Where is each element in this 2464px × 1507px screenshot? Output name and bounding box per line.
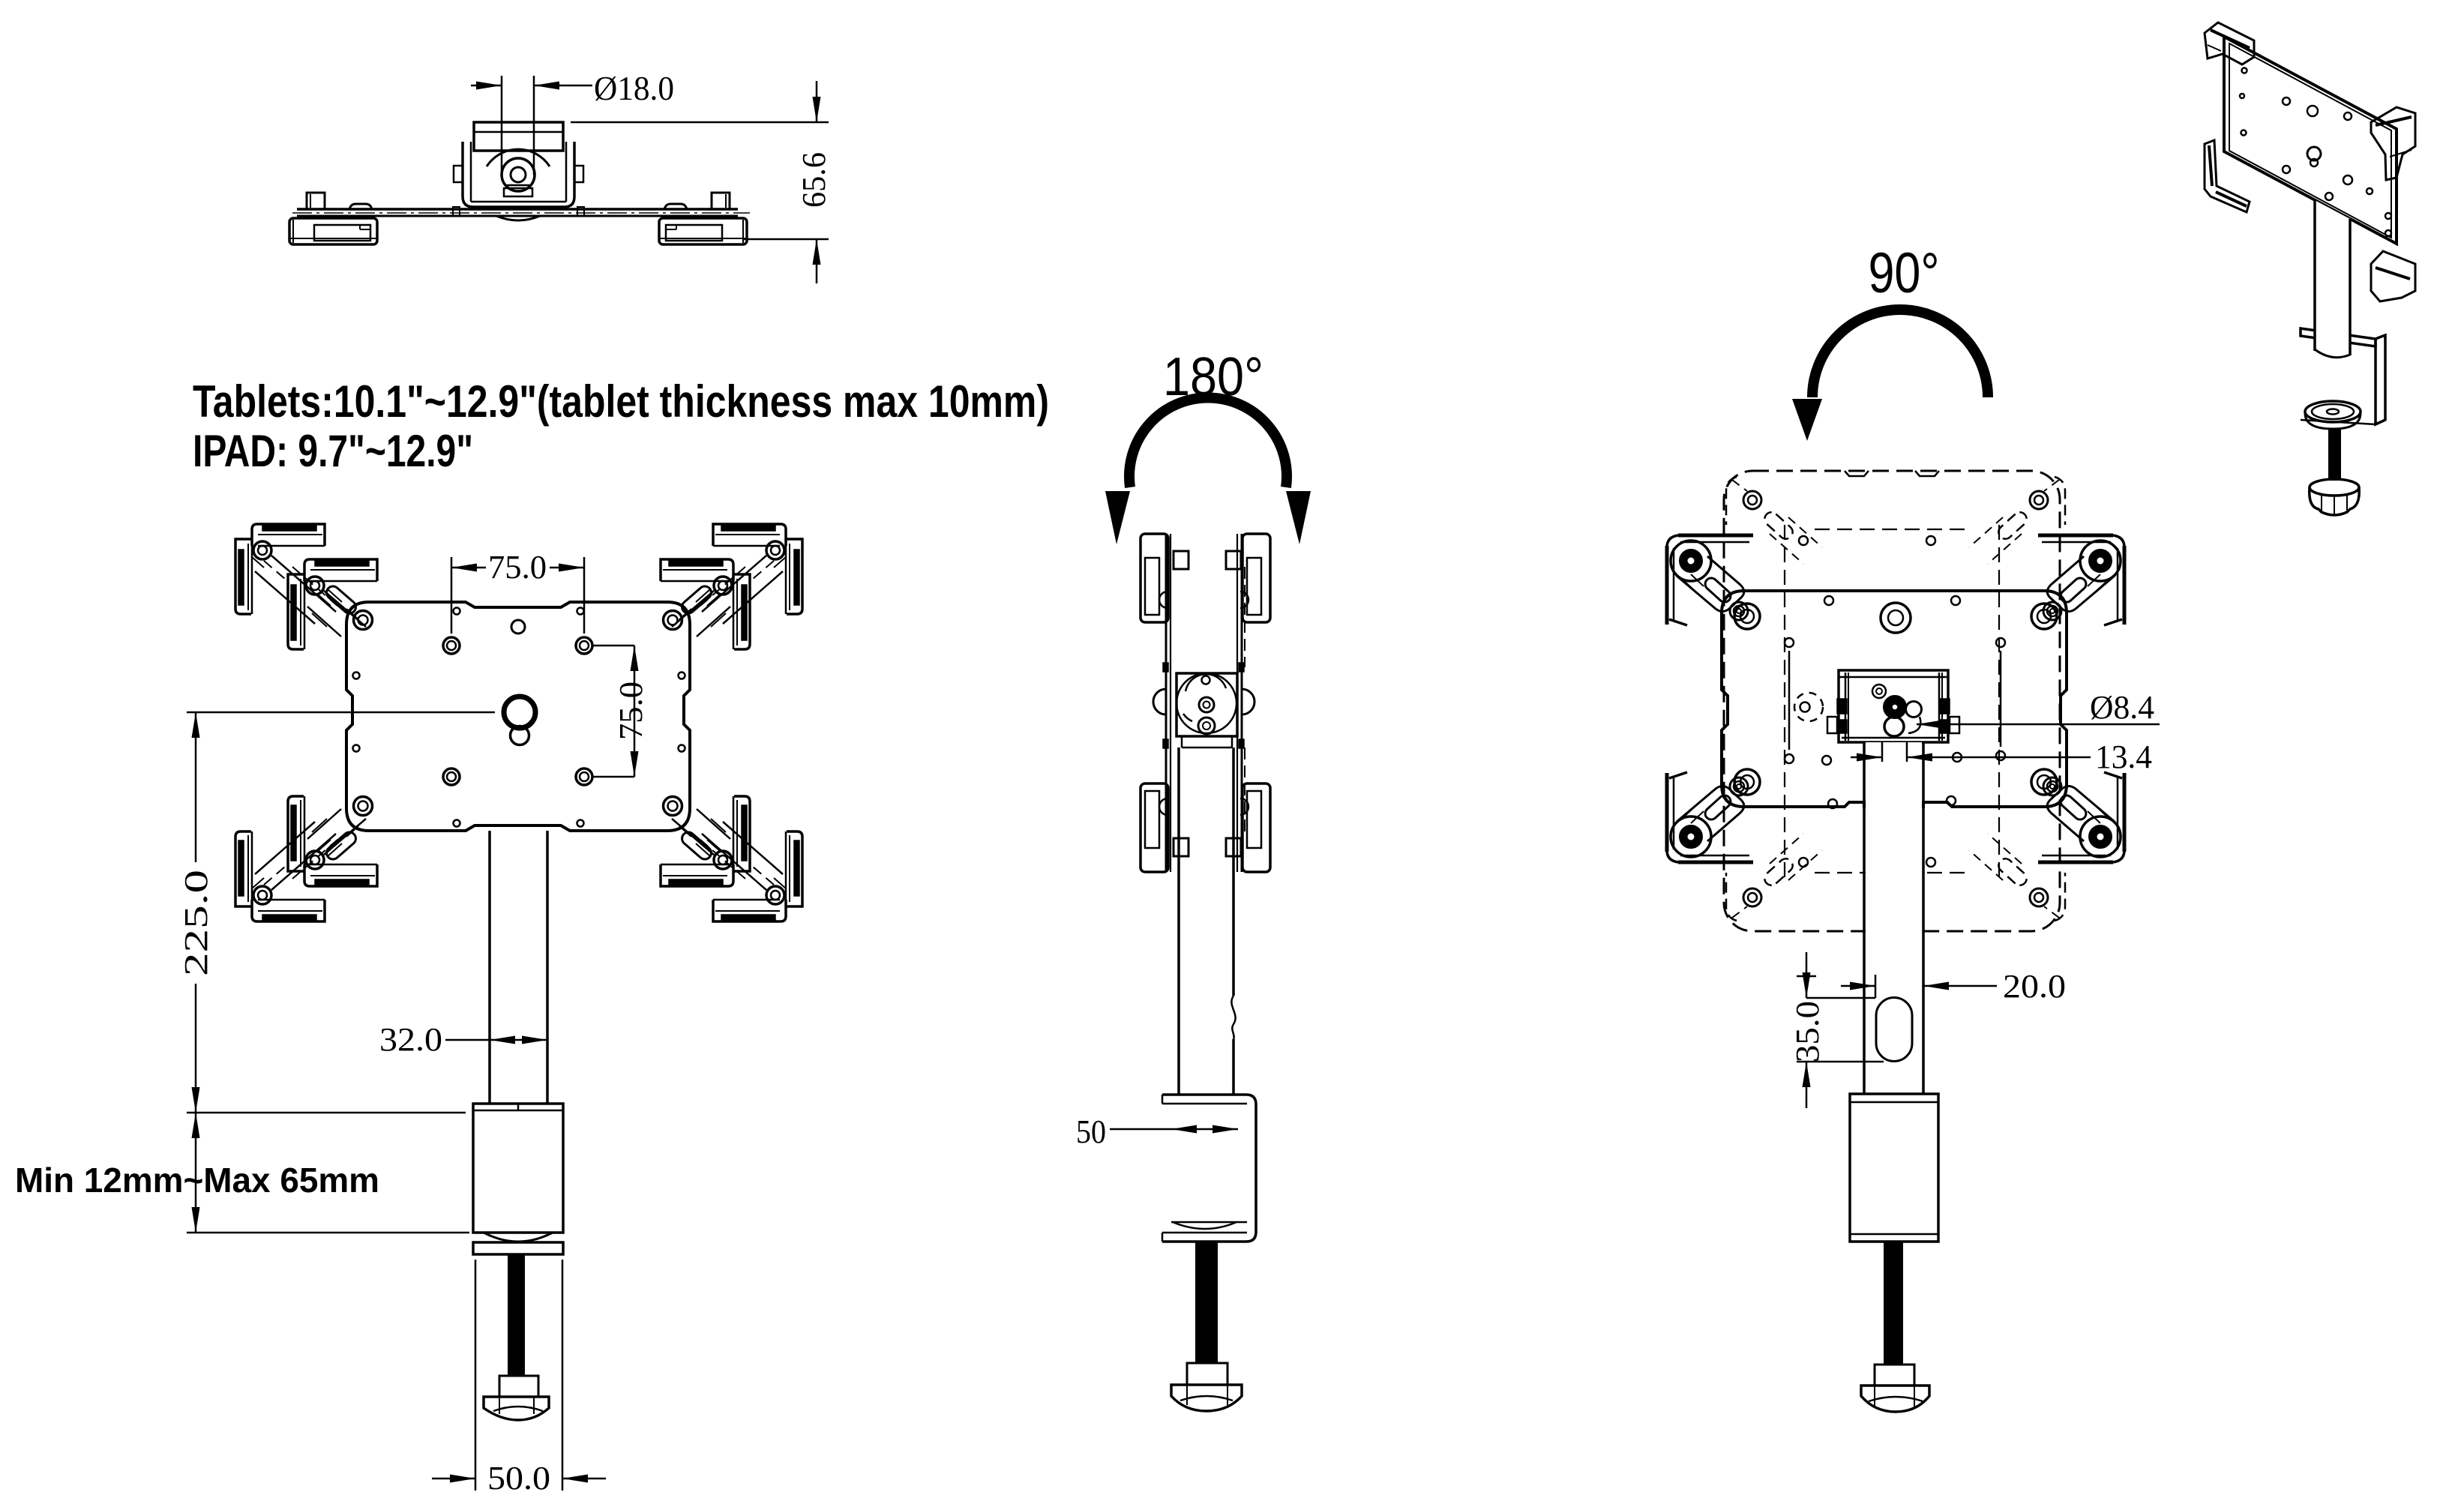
- svg-text:50: 50: [1076, 1113, 1106, 1150]
- svg-text:IPAD: 9.7"~12.9": IPAD: 9.7"~12.9": [193, 426, 473, 476]
- svg-text:Ø18.0: Ø18.0: [594, 70, 674, 107]
- svg-text:75.0: 75.0: [613, 682, 649, 740]
- svg-text:75.0: 75.0: [488, 549, 547, 586]
- svg-text:13.4: 13.4: [2095, 739, 2152, 775]
- svg-text:32.0: 32.0: [379, 1021, 442, 1058]
- svg-text:35.0: 35.0: [1789, 1001, 1826, 1062]
- svg-text:65.6: 65.6: [796, 152, 832, 208]
- svg-text:Tablets:10.1"~12.9"(tablet thi: Tablets:10.1"~12.9"(tablet thickness max…: [193, 376, 1049, 427]
- svg-text:20.0: 20.0: [2003, 968, 2066, 1005]
- svg-text:225.0: 225.0: [178, 870, 214, 976]
- svg-text:Ø8.4: Ø8.4: [2090, 689, 2154, 726]
- svg-text:90°: 90°: [1869, 241, 1940, 305]
- svg-text:50.0: 50.0: [487, 1460, 550, 1497]
- svg-text:Min 12mm~Max 65mm: Min 12mm~Max 65mm: [15, 1161, 379, 1200]
